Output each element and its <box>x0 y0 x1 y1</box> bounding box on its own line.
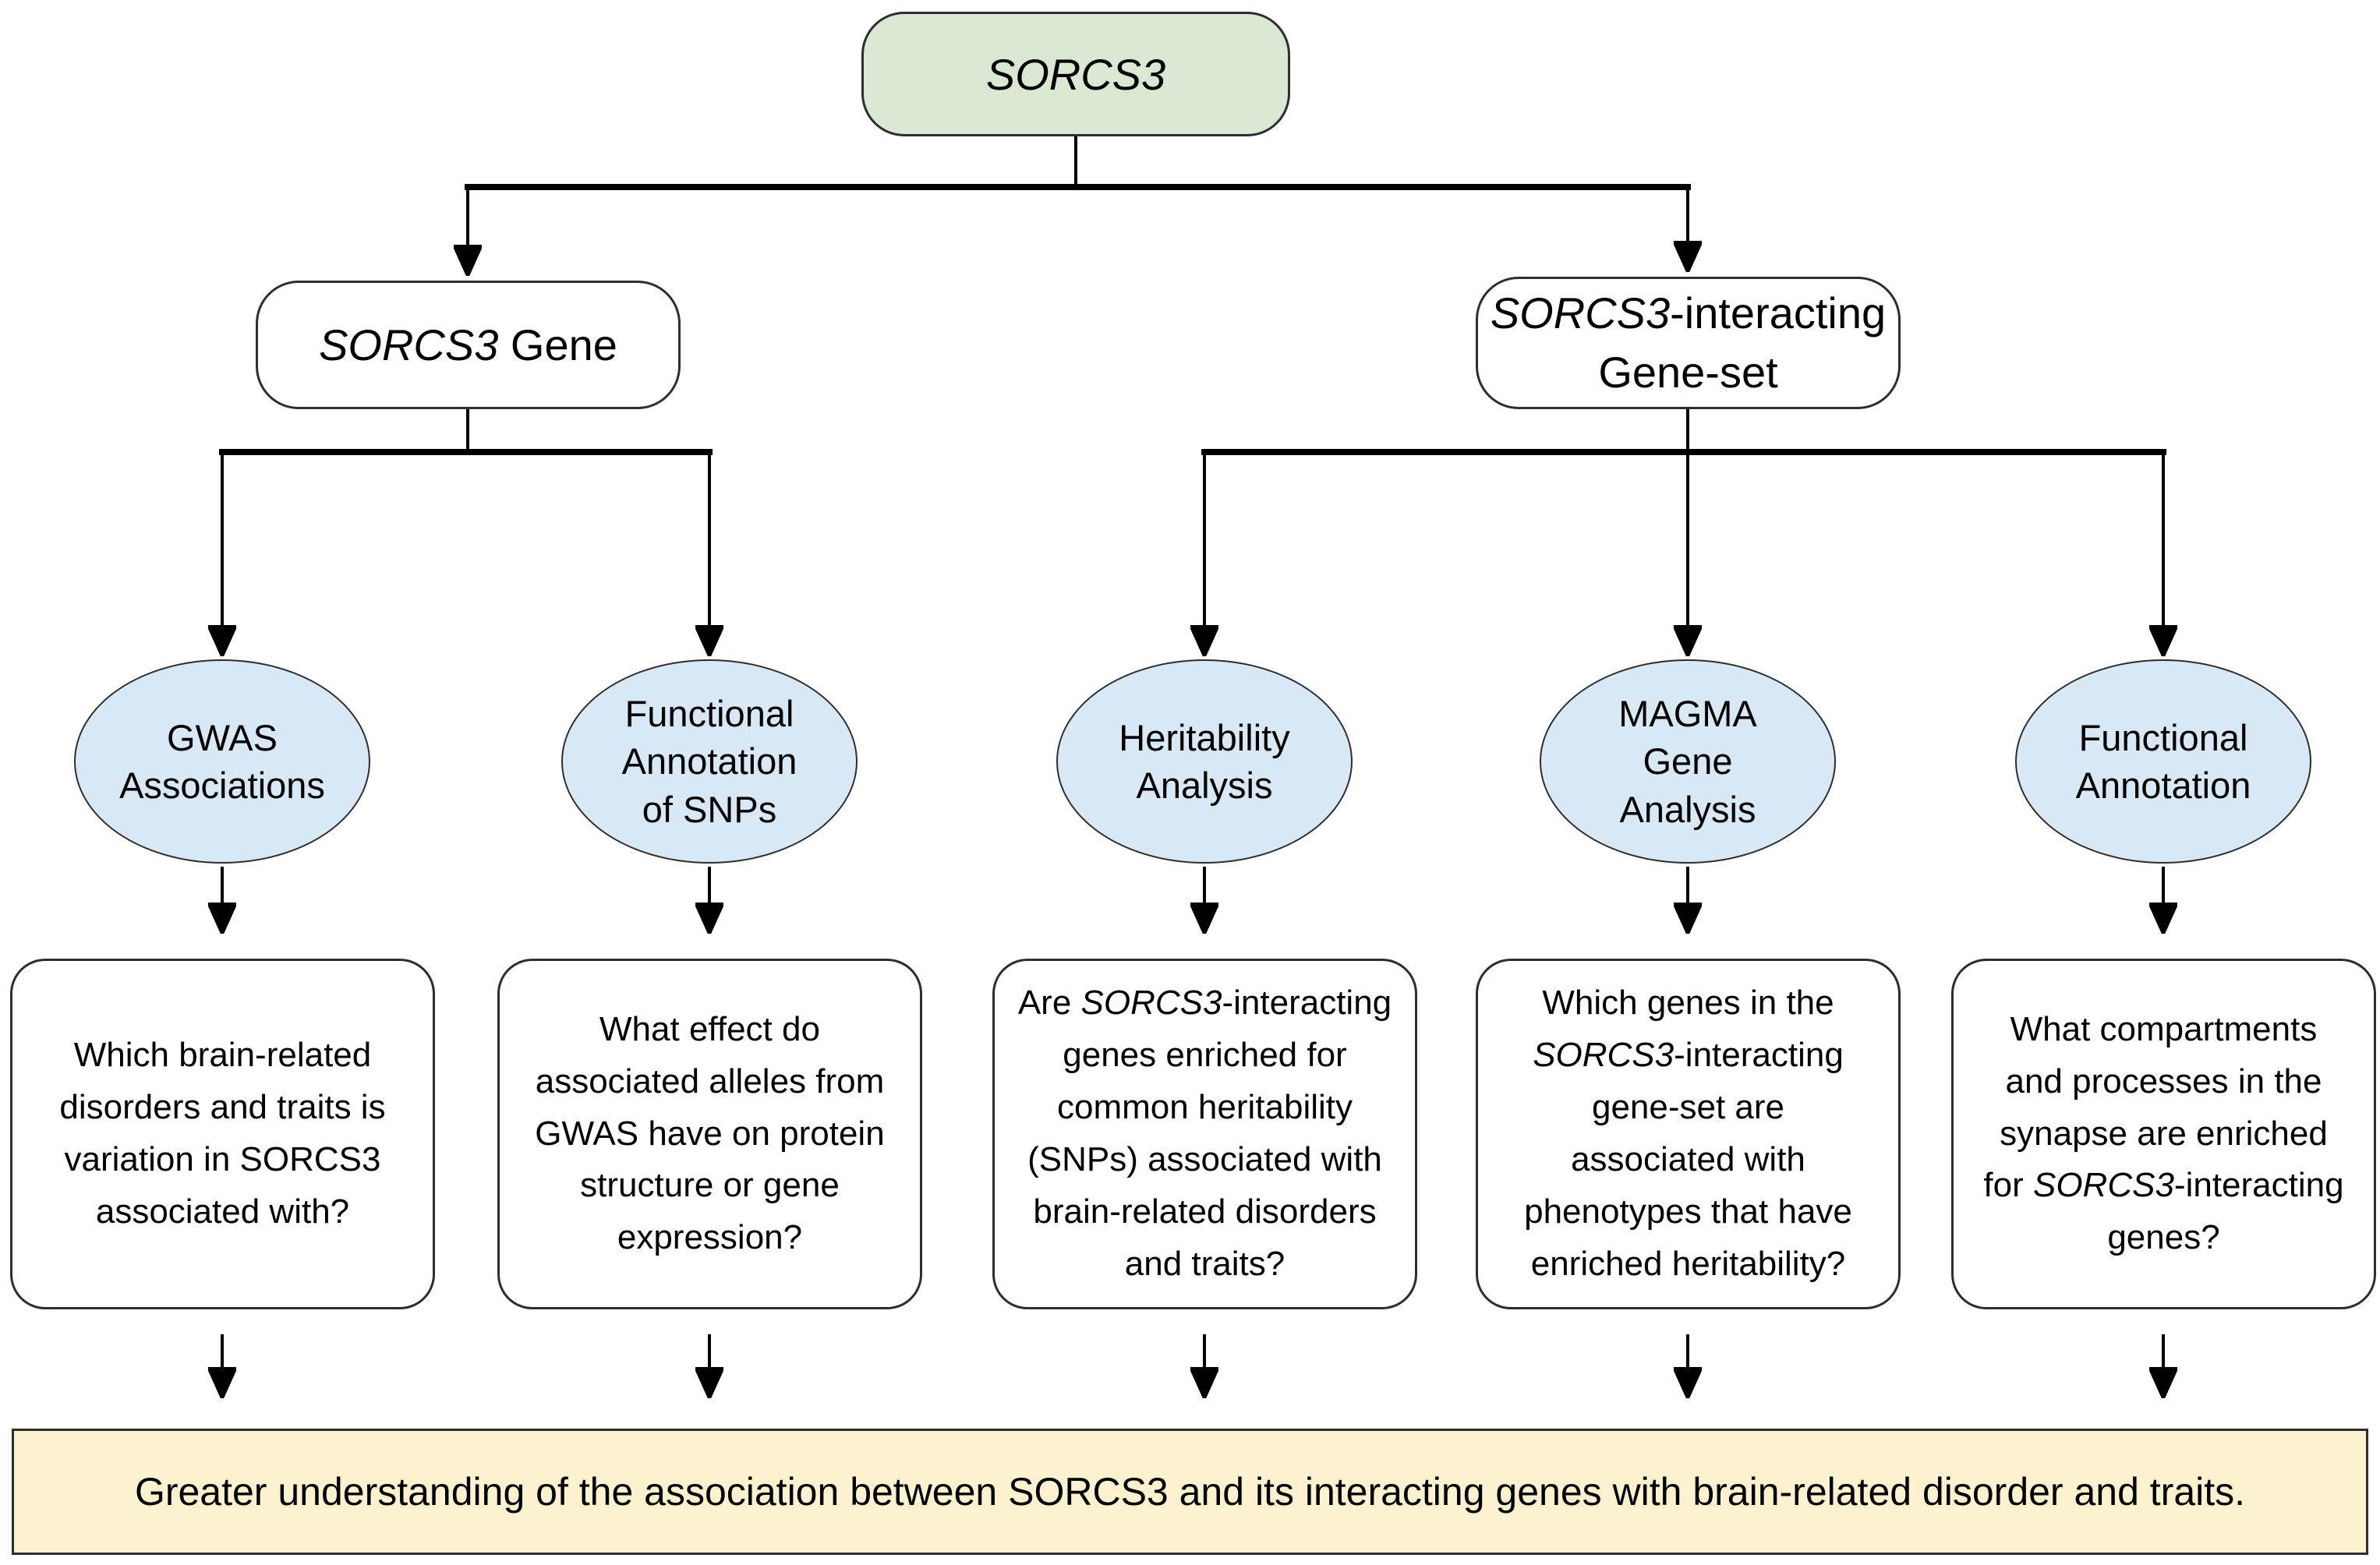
node-sorcs3-gene: SORCS3 Gene <box>256 281 681 409</box>
node-sorcs3-label: SORCS3 <box>985 49 1166 99</box>
banner-conclusion: Greater understanding of the association… <box>12 1429 2368 1555</box>
node-sorcs3: SORCS3 <box>861 12 1290 136</box>
node-sorcs3-gene-label: SORCS3 Gene <box>319 320 617 369</box>
banner-conclusion-text: Greater understanding of the association… <box>134 1470 2246 1514</box>
